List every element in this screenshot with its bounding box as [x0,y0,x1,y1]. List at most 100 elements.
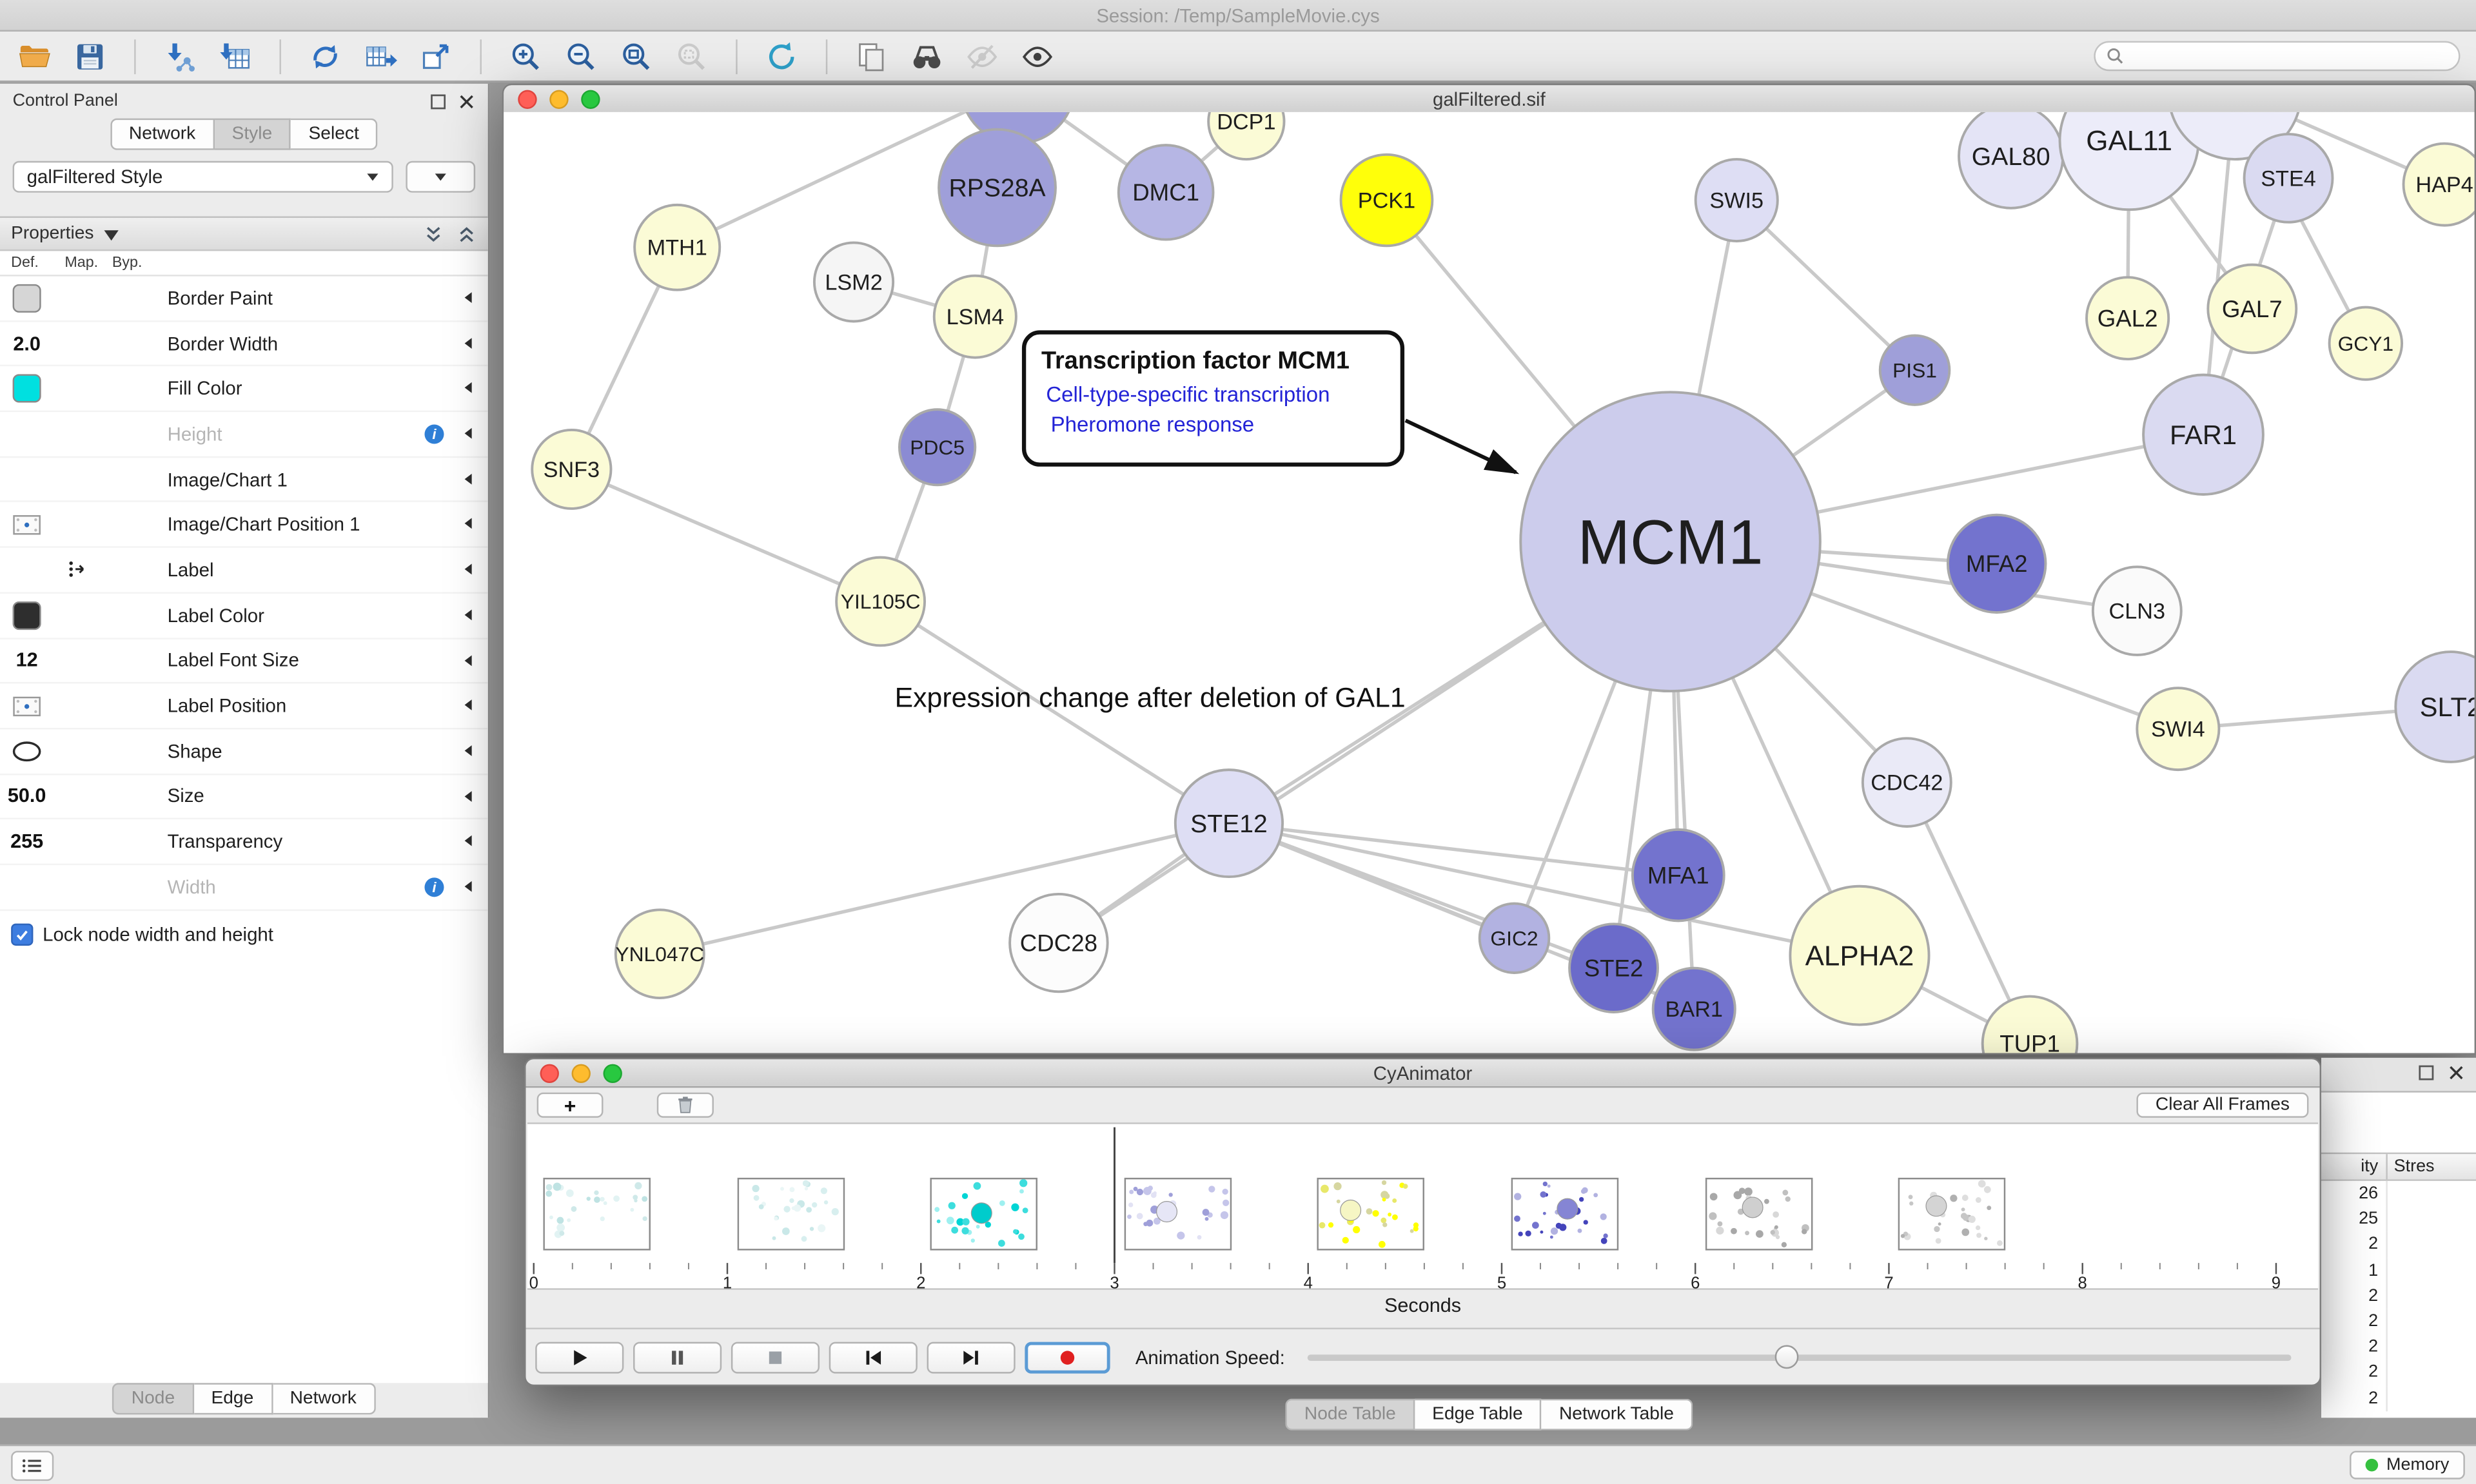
default-value-cell[interactable]: 12 [15,649,38,672]
property-row[interactable]: Fill Color [0,367,488,413]
network-node-cdc42[interactable]: CDC42 [1861,737,1952,828]
network-node-ste12[interactable]: STE12 [1174,768,1284,879]
table-export-icon[interactable] [362,37,400,75]
expand-arrow-icon[interactable] [461,562,475,576]
expand-arrow-icon[interactable] [461,336,475,350]
frame-thumbnail[interactable] [1511,1177,1619,1251]
close-window-button[interactable] [518,89,537,108]
tab-style[interactable]: Style [214,118,291,150]
expand-arrow-icon[interactable] [461,607,475,621]
style-target-tab-network[interactable]: Network [272,1383,376,1415]
network-node-gal2[interactable]: GAL2 [2085,276,2170,361]
network-node-ste4[interactable]: STE4 [2243,133,2334,224]
table-row[interactable]: 25 [2321,1206,2476,1233]
property-row[interactable]: Image/Chart Position 1 [0,503,488,549]
frame-thumbnail[interactable] [543,1177,651,1251]
network-node-bar1[interactable]: BAR1 [1651,966,1736,1051]
info-icon[interactable]: i [423,423,445,445]
network-node-cdc28[interactable]: CDC28 [1008,892,1109,993]
network-node-mfa2[interactable]: MFA2 [1946,513,2047,614]
property-row[interactable]: Image/Chart 1 [0,458,488,503]
expand-arrow-icon[interactable] [461,743,475,757]
network-node-dmc1[interactable]: DMC1 [1117,144,1215,241]
expand-arrow-icon[interactable] [461,788,475,803]
network-node-yil105c[interactable]: YIL105C [835,556,927,647]
default-value-cell[interactable] [0,696,54,716]
network-node-slt2[interactable]: SLT2 [2394,650,2475,763]
network-node-dcp1[interactable]: DCP1 [1207,112,1286,161]
show-all-icon[interactable] [1019,37,1057,75]
current-style-dropdown[interactable]: galFiltered Style [12,161,393,193]
frame-thumbnail[interactable] [930,1177,1038,1251]
default-value-cell[interactable] [0,740,54,762]
table-row[interactable]: 2 [2321,1360,2476,1385]
default-value-cell[interactable] [0,514,54,535]
network-node-gal7[interactable]: GAL7 [2206,263,2298,355]
info-icon[interactable]: i [423,876,445,898]
property-row[interactable]: Shape [0,729,488,775]
network-node-alpha2[interactable]: ALPHA2 [1789,884,1931,1026]
expand-arrow-icon[interactable] [461,879,475,893]
network-node-mfa1[interactable]: MFA1 [1631,828,1725,923]
import-table-icon[interactable] [217,37,255,75]
style-options-button[interactable] [406,161,476,193]
network-node-pis1[interactable]: PIS1 [1878,334,1951,406]
memory-button[interactable]: Memory [2350,1450,2465,1479]
network-node-mth1[interactable]: MTH1 [633,203,722,291]
next-frame-button[interactable] [927,1341,1016,1373]
network-node-far1[interactable]: FAR1 [2142,373,2265,496]
close-window-button[interactable] [540,1063,559,1082]
network-node-mcm1[interactable]: MCM1 [1519,391,1822,693]
network-node-lsm4[interactable]: LSM4 [932,274,1017,359]
table-tab-network-table[interactable]: Network Table [1542,1398,1693,1430]
style-target-tab-node[interactable]: Node [112,1383,194,1415]
expand-arrow-icon[interactable] [461,653,475,667]
refresh-icon[interactable] [763,37,801,75]
collapse-all-icon[interactable] [457,224,477,244]
property-row[interactable]: Label [0,548,488,594]
zoom-in-icon[interactable] [507,37,545,75]
annotation-box[interactable]: Transcription factor MCM1Cell-type-speci… [1021,330,1520,474]
network-node-snf3[interactable]: SNF3 [531,428,613,510]
network-node-tup1[interactable]: TUP1 [1981,995,2079,1053]
table-row[interactable]: 2 [2321,1232,2476,1258]
properties-header[interactable]: Properties [0,217,488,251]
network-node-swi5[interactable]: SWI5 [1694,158,1779,242]
expand-arrow-icon[interactable] [461,381,475,395]
network-node-pck1[interactable]: PCK1 [1339,153,1434,248]
column-header[interactable]: Stres [2393,1157,2435,1176]
table-tab-edge-table[interactable]: Edge Table [1415,1398,1542,1430]
table-row[interactable]: 2 [2321,1334,2476,1360]
network-node-rps28a[interactable]: RPS28A [938,128,1057,248]
play-button[interactable] [535,1341,624,1373]
search-input[interactable] [2094,41,2461,72]
cyanimator-titlebar[interactable]: CyAnimator [526,1059,2320,1088]
add-frame-button[interactable]: + [536,1092,604,1118]
network-node-pdc5[interactable]: PDC5 [898,408,977,487]
animation-speed-slider[interactable] [1307,1344,2292,1369]
stop-button[interactable] [731,1341,820,1373]
zoom-out-icon[interactable] [562,37,600,75]
open-folder-icon[interactable] [15,37,54,75]
frame-thumbnail[interactable] [1898,1177,2006,1251]
import-network-icon[interactable] [161,37,199,75]
zoom-window-button[interactable] [581,89,600,108]
color-swatch[interactable] [12,284,41,313]
annotation-link[interactable]: Cell-type-specific transcription [1046,382,1330,406]
expand-arrow-icon[interactable] [461,426,475,440]
network-export-icon[interactable] [417,37,455,75]
color-swatch[interactable] [12,601,41,630]
style-target-tab-edge[interactable]: Edge [193,1383,273,1415]
property-row[interactable]: Label Position [0,684,488,730]
slider-knob[interactable] [1774,1344,1798,1369]
property-row[interactable]: Border Paint [0,277,488,322]
network-node-ste2[interactable]: STE2 [1568,923,1659,1013]
show-panels-button[interactable] [11,1450,54,1480]
